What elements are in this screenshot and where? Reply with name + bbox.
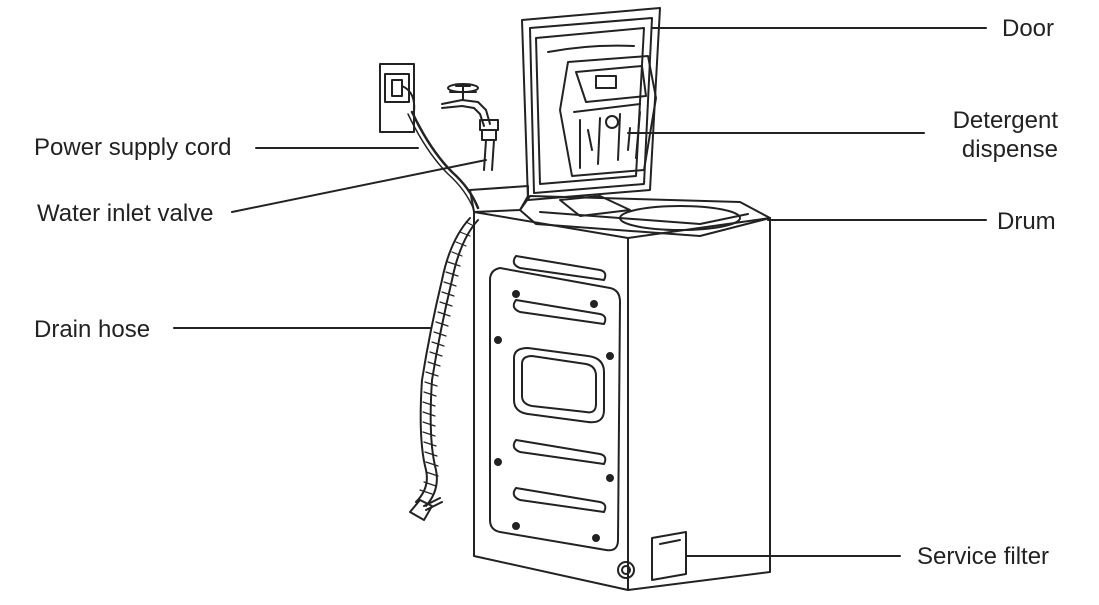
drum (469, 185, 771, 237)
callout-line-water-inlet (231, 159, 487, 213)
label-drain-hose: Drain hose (34, 316, 151, 343)
label-water-inlet-valve: Water inlet valve (37, 200, 214, 227)
cabinet-body (473, 211, 771, 591)
label-service-filter: Service filter (917, 543, 1050, 570)
label-detergent-line1: Detergent (952, 107, 1058, 134)
label-drum: Drum (997, 208, 1056, 235)
label-detergent-line2: dispense (961, 136, 1058, 163)
drain-hose (409, 217, 479, 521)
wall-socket (379, 63, 416, 133)
detergent-dispenser (559, 55, 657, 177)
service-filter (651, 531, 687, 581)
door-lid (521, 7, 661, 201)
label-detergent-dispense: Detergent dispense (940, 106, 1058, 164)
callout-lines (173, 27, 987, 557)
label-door: Door (1002, 15, 1055, 42)
water-tap (441, 83, 499, 171)
power-supply-cord (410, 110, 480, 210)
label-power-supply-cord: Power supply cord (34, 134, 232, 161)
